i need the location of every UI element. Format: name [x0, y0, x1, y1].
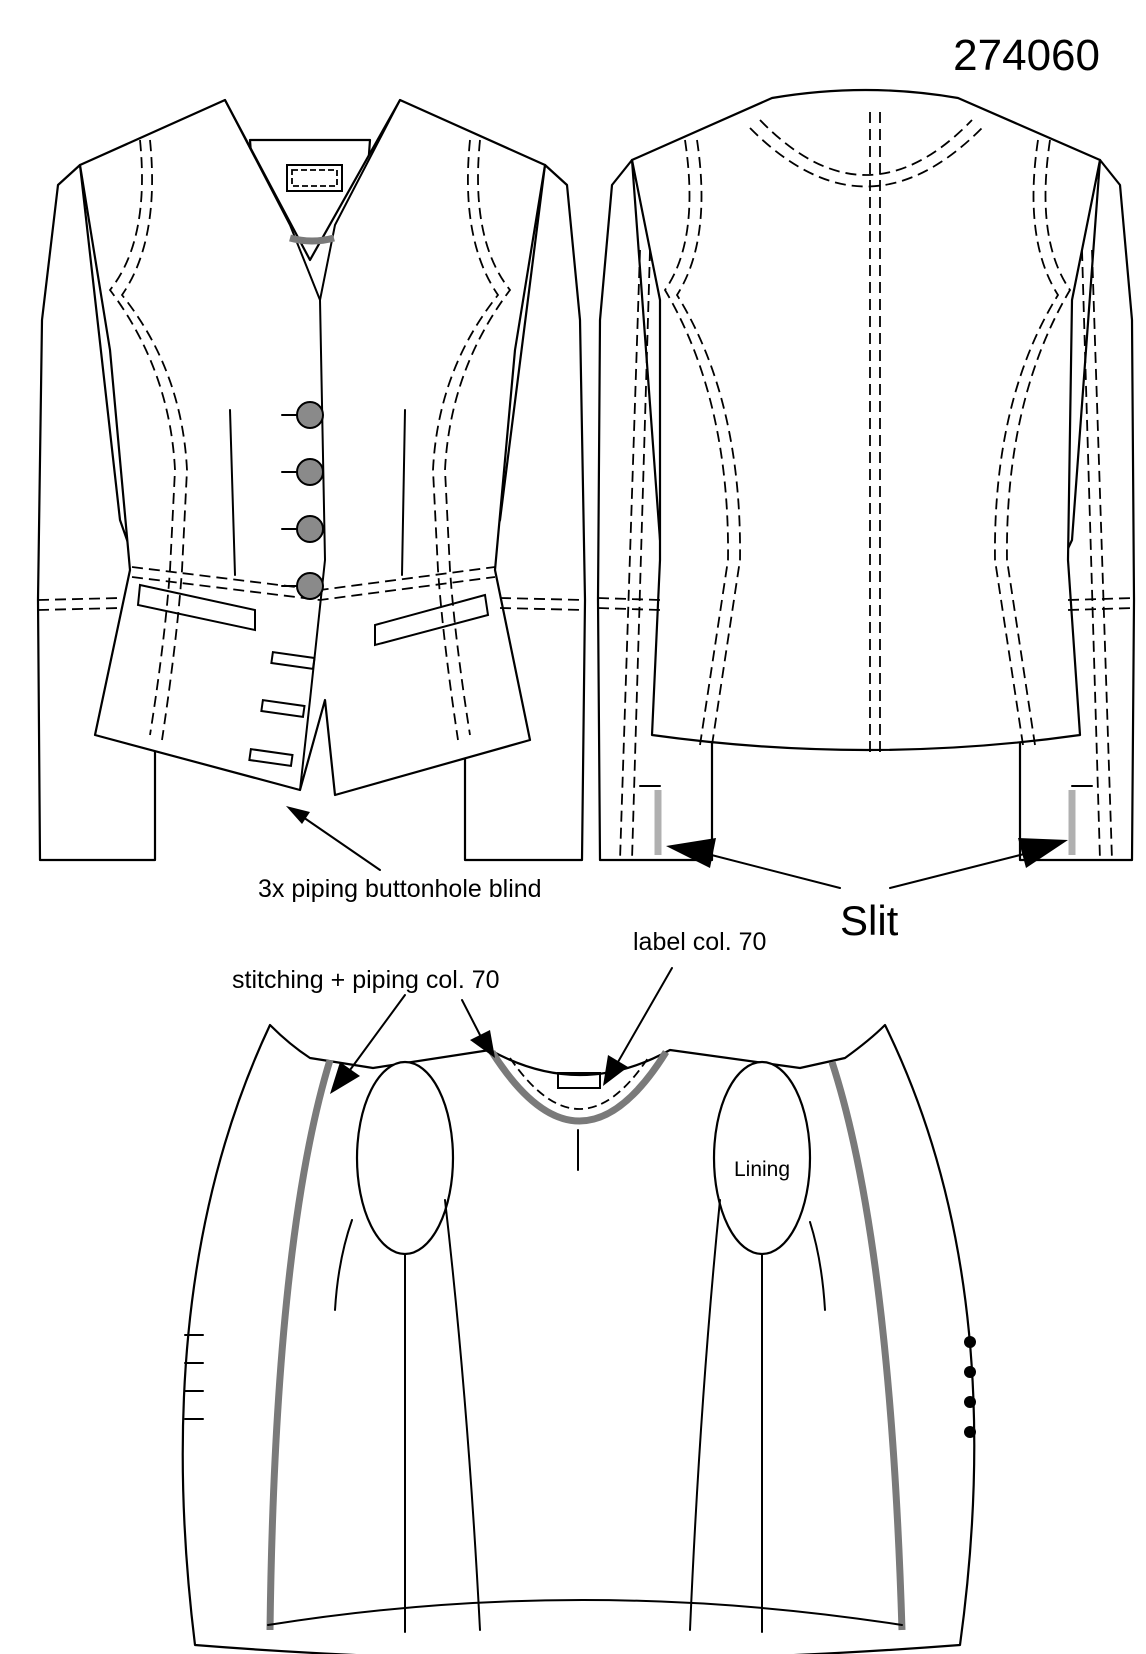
front-right-sleeve-seam: [499, 597, 586, 601]
front-right-lapel: [319, 99, 401, 301]
buttonhole: [248, 747, 294, 767]
front-left-sleeve-seam: [37, 597, 121, 601]
slit-label: Slit: [840, 897, 899, 944]
back-neck-seam: [759, 119, 973, 176]
front-right-dart: [401, 409, 406, 576]
buttonhole: [270, 650, 316, 670]
front-label-box: [286, 164, 343, 192]
back-left-princess-seam: [663, 139, 729, 746]
front-label-stitch: [291, 169, 338, 187]
slit-arrow-left: [691, 849, 841, 889]
lining-curve-right-inner: [689, 1199, 721, 1631]
blind-buttonholes: [248, 650, 316, 767]
front-left-sleeve-seam-2: [37, 607, 121, 611]
lining-sleeve-buttons: [964, 1336, 976, 1438]
lining-view: Lining stitching + piping col. 70 label …: [181, 928, 976, 1654]
lining-left-armhole: [355, 1060, 455, 1256]
stitching-arrow-right: [461, 999, 481, 1036]
stitching-arrowhead-left: [330, 1062, 360, 1094]
front-left-pocket: [136, 583, 256, 632]
slit-arrow-right: [889, 849, 1041, 889]
front-left-lapel: [224, 99, 321, 301]
front-right-pocket: [374, 593, 490, 647]
slit-arrowhead-right: [1018, 838, 1068, 868]
front-left-dart: [229, 409, 236, 576]
front-right-princess-seam: [444, 139, 512, 736]
sleeve-button: [964, 1336, 976, 1348]
buttonhole-arrowhead: [286, 806, 310, 824]
lining-right-piping: [828, 1060, 906, 1631]
buttonhole: [260, 698, 306, 718]
label-note: label col. 70: [633, 928, 766, 956]
button: [296, 401, 324, 429]
lining-curve-left-outer: [334, 1219, 353, 1311]
lining-neck-piping: [489, 1050, 669, 1125]
buttonhole-arrow: [299, 814, 381, 871]
front-bodice: [78, 98, 547, 797]
button: [296, 572, 324, 600]
back-sleeve-cross-seam: [597, 597, 1135, 601]
back-right-princess-seam-2: [994, 139, 1060, 746]
buttonhole-note: 3x piping buttonhole blind: [258, 875, 542, 903]
front-right-princess-seam-2: [432, 139, 500, 741]
front-neck-piping: [289, 234, 335, 245]
front-left-princess-seam-2: [120, 139, 188, 741]
back-sleeve-cross-seam-2: [597, 607, 1135, 611]
lining-sleeve-dashes: [184, 1334, 204, 1420]
stitching-note: stitching + piping col. 70: [232, 966, 500, 994]
front-waist-seam-2: [131, 576, 496, 601]
back-bodice: [630, 88, 1102, 752]
front-buttons: [281, 401, 324, 600]
back-left-princess-seam-2: [675, 139, 741, 746]
button: [296, 515, 324, 543]
style-number: 274060: [953, 31, 1100, 80]
label-arrow: [617, 967, 673, 1063]
lining-label: Lining: [734, 1158, 790, 1181]
button: [296, 458, 324, 486]
lining-hem: [267, 1599, 903, 1626]
front-left-princess-seam: [108, 139, 176, 736]
stitching-arrow-left: [349, 994, 406, 1071]
front-view: 3x piping buttonhole blind: [36, 98, 587, 903]
lining-curve-right-outer: [809, 1221, 826, 1311]
sleeve-button: [964, 1366, 976, 1378]
back-right-princess-seam: [1006, 139, 1072, 746]
lining-label-box: [557, 1072, 601, 1089]
lining-curve-left-inner: [444, 1199, 481, 1631]
back-neck-seam-2: [749, 127, 983, 188]
sleeve-button: [964, 1426, 976, 1438]
front-right-sleeve-seam-2: [499, 607, 586, 611]
lining-neck-stitch: [509, 1057, 649, 1110]
sleeve-button: [964, 1396, 976, 1408]
label-arrowhead: [603, 1055, 628, 1086]
lining-left-piping: [266, 1058, 334, 1631]
stitching-arrowhead-right: [470, 1030, 495, 1058]
front-center-line: [299, 299, 327, 791]
slit-arrowhead-left: [666, 838, 716, 868]
back-view: Slit: [596, 88, 1136, 944]
